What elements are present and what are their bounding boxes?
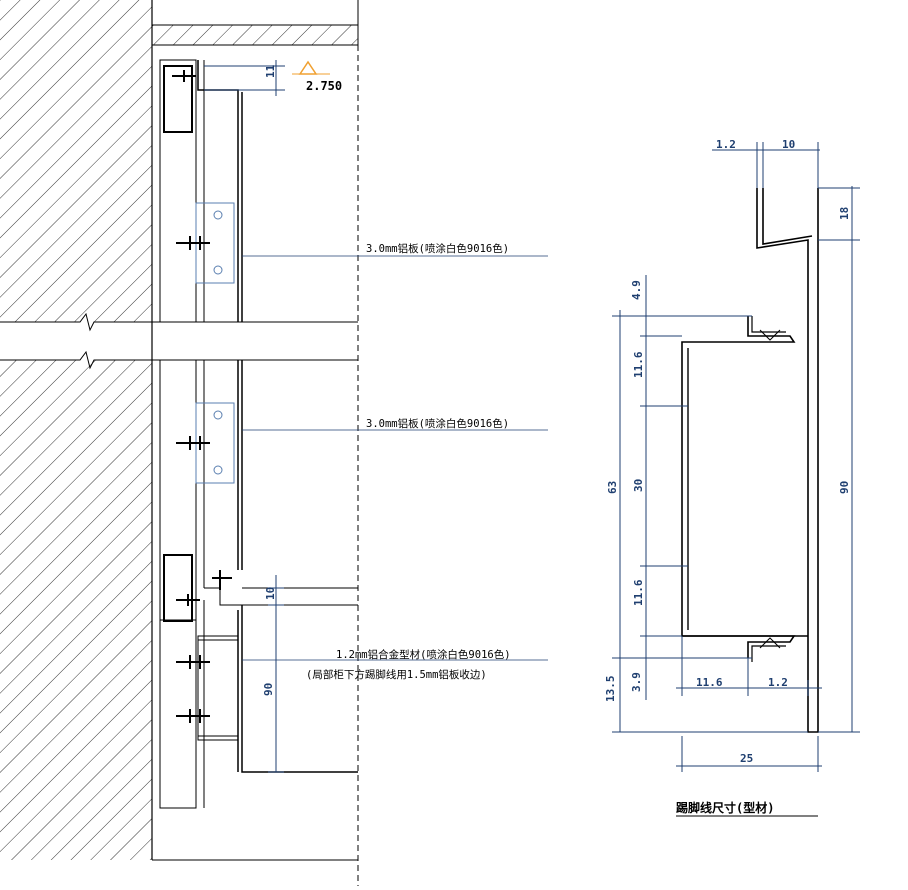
dim-gap-10: 10 xyxy=(264,587,277,600)
elevation-label: 2.750 xyxy=(306,79,342,93)
wall-section: 11 2.750 3.0mm铝板(喷涂白色9016色) 3.0mm铝板(喷涂白色… xyxy=(0,0,548,886)
ceiling-slab xyxy=(151,24,359,46)
note-skirting-1: 1.2mm铝合金型材(喷涂白色9016色) xyxy=(336,648,511,661)
note-panel-lower: 3.0mm铝板(喷涂白色9016色) xyxy=(366,417,509,430)
dim-11-6-bottom: 11.6 xyxy=(696,676,723,689)
dim-4-9: 4.9 xyxy=(630,280,643,300)
wall-hatch-upper xyxy=(0,0,152,322)
stud-upper xyxy=(159,59,197,323)
break-line-top xyxy=(0,312,358,332)
elevation-marker-icon xyxy=(298,60,318,75)
dim-13-5: 13.5 xyxy=(604,676,617,703)
dim-1-2-bottom: 1.2 xyxy=(768,676,788,689)
skirting-profile-section xyxy=(197,635,239,741)
note-panel-upper: 3.0mm铝板(喷涂白色9016色) xyxy=(366,242,509,255)
dim-11-6-upper: 11.6 xyxy=(632,351,645,378)
bracket-top xyxy=(163,65,193,133)
bracket-bottom xyxy=(163,554,193,622)
stud-lower xyxy=(159,359,197,809)
wall-hatch-lower xyxy=(0,360,152,860)
dim-30: 30 xyxy=(632,479,645,492)
dim-25: 25 xyxy=(740,752,753,765)
dim-10-top: 10 xyxy=(782,138,795,151)
dim-63: 63 xyxy=(606,481,619,494)
dim-18: 18 xyxy=(838,207,851,220)
note-skirting-2: (局部柜下方踢脚线用1.5mm铝板收边) xyxy=(306,668,487,681)
dim-skirting-90: 90 xyxy=(262,683,275,696)
skirting-profile-detail: 1.2 10 18 90 4.9 11.6 30 11.6 63 3.9 13.… xyxy=(604,138,860,817)
anchor-bolts xyxy=(172,70,232,723)
break-line-bottom xyxy=(0,350,358,370)
profile-outline xyxy=(756,188,819,733)
dim-3-9: 3.9 xyxy=(630,672,643,692)
profile-title: 踢脚线尺寸(型材) xyxy=(676,800,774,815)
dim-11-6-lower: 11.6 xyxy=(632,579,645,606)
dim-1-2-top: 1.2 xyxy=(716,138,736,151)
dim-90-profile: 90 xyxy=(838,481,851,494)
dim-top-gap: 11 xyxy=(264,64,277,78)
